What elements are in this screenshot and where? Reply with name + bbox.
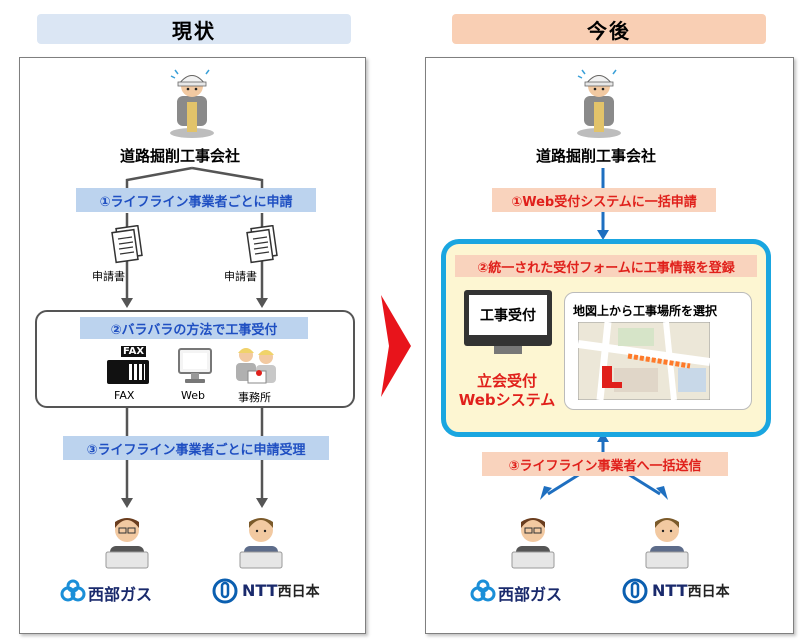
left-step3-label: ③ライフライン事業者ごとに申請受理 [63, 436, 329, 460]
left-title: 現状 [37, 14, 351, 44]
web-system-monitor: 工事受付 [464, 290, 552, 354]
left-doc-label-2: 申請書 [224, 270, 257, 283]
monitor-text: 工事受付 [480, 308, 536, 324]
businessman-icon [105, 518, 149, 569]
map-image [578, 322, 710, 400]
left-logo-ntt: NTT西日本 [242, 581, 320, 601]
right-step1-label: ①Web受付システムに一括申請 [492, 188, 716, 212]
system-name: 立会受付 Webシステム [452, 372, 562, 410]
ntt-suffix: 西日本 [277, 584, 320, 600]
document-icon [111, 225, 143, 264]
system-name-line1: 立会受付 [476, 372, 537, 390]
businessman-icon [645, 518, 689, 569]
right-company-label: 道路掘削工事会社 [536, 147, 657, 165]
ntt-logo-icon [622, 578, 648, 604]
left-logo-gas: 西部ガス [88, 585, 153, 604]
fax-icon: FAX [107, 346, 149, 386]
method-office-label: 事務所 [238, 391, 271, 404]
transition-arrow-icon [381, 295, 411, 397]
system-name-line2: Webシステム [458, 391, 556, 409]
saibu-gas-logo-icon [470, 579, 496, 602]
right-step3-label: ③ライフライン事業者へ一括送信 [482, 452, 728, 476]
ntt-text: NTT [652, 581, 688, 600]
map-caption: 地図上から工事場所を選択 [573, 304, 718, 318]
saibu-gas-logo-icon [60, 579, 86, 602]
ntt-logo-icon [212, 578, 238, 604]
left-company-label: 道路掘削工事会社 [120, 147, 241, 165]
office-workers-icon [236, 348, 276, 384]
right-step2-label: ②統一された受付フォームに工事情報を登録 [455, 255, 757, 277]
businessman-icon [239, 518, 283, 569]
left-step1-label: ①ライフライン事業者ごとに申請 [76, 188, 316, 212]
left-step2-label: ②バラバラの方法で工事受付 [80, 317, 308, 339]
computer-monitor-icon [178, 348, 212, 383]
left-doc-label-1: 申請書 [92, 270, 125, 283]
fax-badge: FAX [121, 346, 147, 357]
construction-worker-icon [170, 69, 214, 138]
method-fax-label: FAX [114, 389, 135, 402]
right-title: 今後 [452, 14, 766, 44]
right-logo-ntt: NTT西日本 [652, 581, 730, 601]
ntt-suffix: 西日本 [687, 584, 730, 600]
document-icon [246, 225, 278, 264]
right-logo-gas: 西部ガス [498, 585, 563, 604]
construction-worker-icon [577, 69, 621, 138]
method-web-label: Web [181, 389, 205, 402]
ntt-text: NTT [242, 581, 278, 600]
businessman-icon [511, 518, 555, 569]
